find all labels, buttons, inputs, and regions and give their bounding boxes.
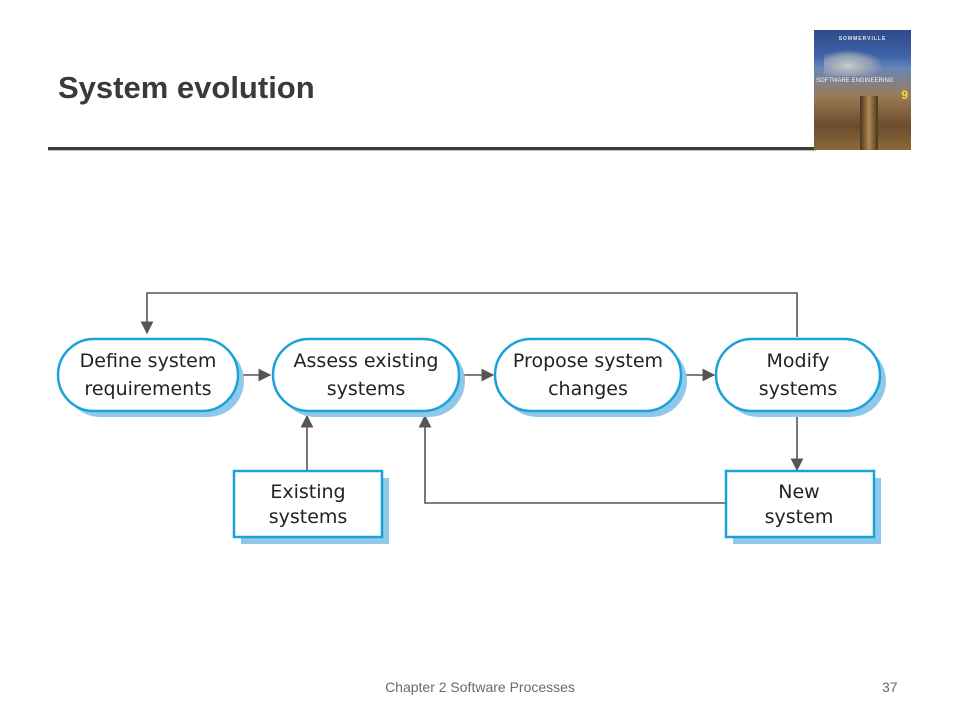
existing-systems-box: Existing systems: [232, 469, 389, 544]
process-step-propose-changes: Propose system changes: [493, 337, 687, 417]
book-title: SOFTWARE ENGINEERING: [816, 78, 894, 84]
title-underline: [48, 147, 816, 151]
box-label-line2: systems: [269, 506, 348, 528]
page-number: 37: [882, 679, 898, 695]
cover-sculpture: [860, 96, 878, 150]
box-label-line1: Existing: [270, 481, 345, 503]
step-label-line2: systems: [759, 378, 838, 400]
step-label-line1: Assess existing: [294, 350, 439, 372]
book-cover-image: SOMMERVILLE SOFTWARE ENGINEERING 9: [814, 30, 911, 150]
footer-chapter-label: Chapter 2 Software Processes: [385, 679, 575, 695]
cover-artwork: [824, 50, 884, 76]
step-label-line1: Define system: [80, 350, 217, 372]
box-label-line2: system: [765, 506, 834, 528]
step-label-line1: Modify: [767, 350, 830, 372]
box-label-line1: New: [778, 481, 819, 503]
feedback-arrow-modify-to-define: [140, 292, 798, 337]
book-author: SOMMERVILLE: [838, 36, 887, 42]
slide-title: System evolution: [58, 70, 315, 105]
feedback-arrow-new-to-assess: [418, 414, 726, 504]
step-label-line2: requirements: [84, 378, 211, 400]
process-step-modify-systems: Modify systems: [714, 337, 886, 417]
connector-lines: [140, 292, 804, 504]
process-step-assess-existing: Assess existing systems: [271, 337, 465, 417]
book-edition: 9: [901, 88, 908, 102]
process-step-define-requirements: Define system requirements: [56, 337, 244, 417]
step-label-line2: changes: [548, 378, 628, 400]
new-system-box: New system: [724, 469, 881, 544]
step-label-line2: systems: [327, 378, 406, 400]
step-label-line1: Propose system: [513, 350, 663, 372]
